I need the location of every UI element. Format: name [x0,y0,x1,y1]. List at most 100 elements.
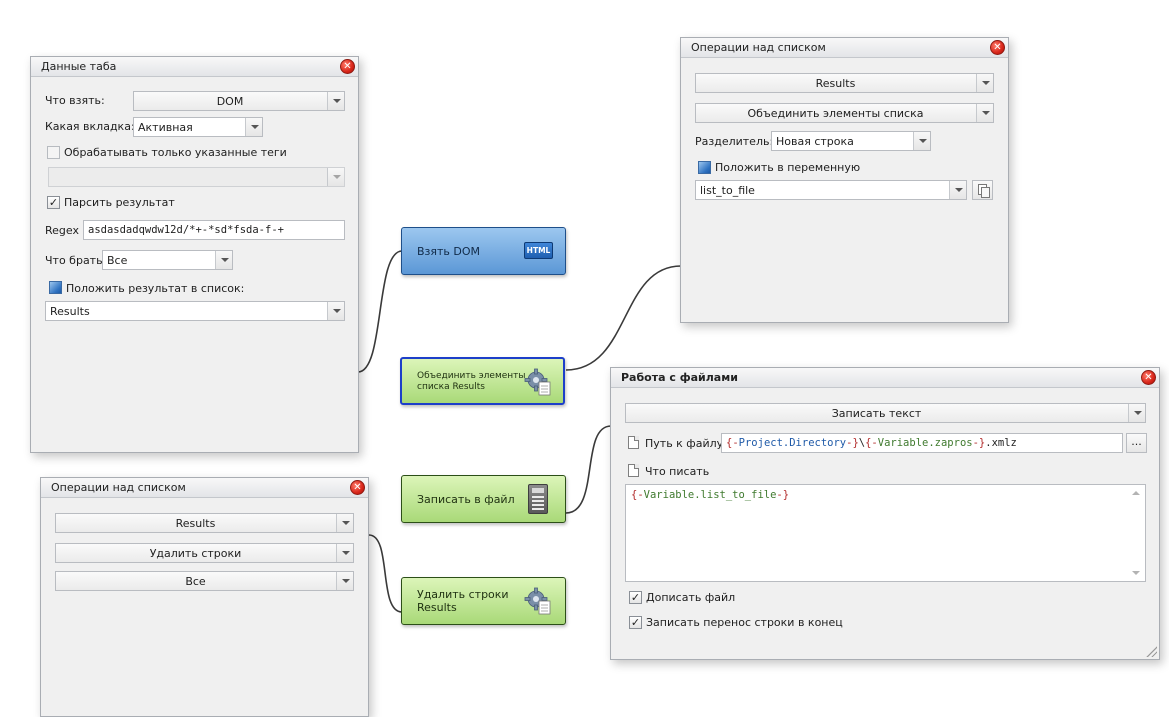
variable-select[interactable]: list_to_file [695,180,967,200]
path-input[interactable]: {-Project.Directory-}\{-Variable.zapros-… [721,433,1123,453]
path-token: \ [858,437,866,449]
chevron-down-icon[interactable] [245,118,262,136]
tags-select[interactable] [48,167,345,187]
panel-title: Данные таба [31,57,358,77]
chevron-down-icon[interactable] [327,168,344,186]
node-label: Взять DOM [417,245,481,258]
parse-checkbox[interactable]: ✓ [47,196,60,209]
html-icon: HTML [524,242,553,259]
chevron-down-icon[interactable] [976,74,993,92]
what-select[interactable]: DOM [133,91,345,111]
wire-write-to-files [565,425,612,514]
content-textarea[interactable]: {-Variable.list_to_file-} [625,484,1146,582]
panel-title: Операции над списком [41,478,368,498]
file-action-value: Записать текст [831,407,922,420]
content-text: {-Variable.list_to_file-} [631,489,789,501]
take-label: Что брать: [45,254,107,267]
operation-select[interactable]: Удалить строки [55,543,354,563]
separator-select[interactable]: Новая строка [771,131,931,151]
close-icon[interactable]: ✕ [350,480,365,495]
append-label: Дописать файл [646,591,736,604]
chevron-down-icon[interactable] [215,251,232,269]
what-select-value: DOM [216,95,244,108]
separator-select-value: Новая строка [776,135,854,148]
chevron-down-icon[interactable] [336,572,353,590]
regex-label: Regex [45,224,79,237]
scope-select[interactable]: Все [55,571,354,591]
path-token: -} [846,437,859,449]
chevron-down-icon[interactable] [976,104,993,122]
tab-label: Какая вкладка: [45,120,135,133]
separator-label: Разделитель: [695,135,774,148]
list-ops-panel-bottom: Операции над списком ✕ Results Удалить с… [40,477,369,717]
panel-title: Операции над списком [681,38,1008,58]
chevron-down-icon[interactable] [327,92,344,110]
file-icon [528,484,548,514]
only-tags-checkbox[interactable] [47,146,60,159]
put-var-label: Положить в переменную [715,161,861,174]
operation-select[interactable]: Объединить элементы списка [695,103,994,123]
node-get-dom[interactable]: Взять DOM HTML [401,227,566,275]
node-merge-list[interactable]: Объединить элементы списка Results [400,357,565,405]
content-token: {- [631,489,644,501]
regex-input[interactable]: asdasdadqwdw12d/*+-*sd*fsda-f-+ [83,220,345,240]
close-icon[interactable]: ✕ [1141,370,1156,385]
path-token: -} [972,437,986,449]
copy-icon-back [981,187,990,198]
tab-select[interactable]: Активная [133,117,263,137]
close-icon[interactable]: ✕ [990,40,1005,55]
path-token: {- [865,437,878,449]
document-icon [628,436,639,449]
take-select[interactable]: Все [102,250,233,270]
path-token: {- [726,437,739,449]
close-icon[interactable]: ✕ [340,59,355,74]
only-tags-label: Обрабатывать только указанные теги [64,146,287,159]
operation-select-value: Объединить элементы списка [747,107,924,120]
scroll-down-icon[interactable] [1132,571,1140,575]
content-token: -} [776,489,790,501]
list-select[interactable]: Results [55,513,354,533]
result-list-value: Results [50,305,90,318]
tab-select-value: Активная [138,121,193,134]
wire-tabdata-to-getdom [357,250,403,373]
variable-toggle-icon[interactable] [49,281,62,294]
document-icon [628,464,639,477]
chevron-down-icon[interactable] [913,132,930,150]
node-delete-rows[interactable]: Удалить строки Results [401,577,566,625]
chevron-down-icon[interactable] [1128,404,1145,422]
newline-label: Записать перенос строки в конец [646,616,843,629]
copy-button[interactable] [972,180,993,200]
chevron-down-icon[interactable] [336,514,353,532]
list-select[interactable]: Results [695,73,994,93]
file-action-select[interactable]: Записать текст [625,403,1146,423]
path-token: .xmlz [985,437,1017,449]
gear-icon [524,368,551,396]
list-ops-panel-top: Операции над списком ✕ Results Объединит… [680,37,1009,323]
wire-merge-to-listops [565,265,682,371]
path-label: Путь к файлу [645,437,724,450]
node-write-file[interactable]: Записать в файл [401,475,566,523]
chevron-down-icon[interactable] [327,302,344,320]
result-list-select[interactable]: Results [45,301,345,321]
newline-checkbox[interactable]: ✓ [629,616,642,629]
content-token: Variable.list_to_file [643,489,777,501]
take-select-value: Все [107,254,128,267]
path-token: Variable.zapros [877,437,973,449]
put-list-label: Положить результат в список: [66,282,245,295]
tab-data-panel: Данные таба ✕ Что взять: DOM Какая вклад… [30,56,359,453]
chevron-down-icon[interactable] [336,544,353,562]
chevron-down-icon[interactable] [949,181,966,199]
resize-grip[interactable] [1145,645,1157,657]
browse-button[interactable]: ... [1126,433,1147,453]
files-panel: Работа с файлами ✕ Записать текст Путь к… [610,367,1160,660]
list-select-value: Results [815,77,856,90]
what-label: Что взять: [45,94,105,107]
scroll-up-icon[interactable] [1132,491,1140,495]
parse-label: Парсить результат [64,196,175,209]
append-checkbox[interactable]: ✓ [629,591,642,604]
list-select-value: Results [175,517,216,530]
path-token: Project.Directory [738,437,847,449]
scope-select-value: Все [185,575,206,588]
variable-toggle-icon[interactable] [698,161,711,174]
node-label: Удалить строки Results [417,588,509,614]
